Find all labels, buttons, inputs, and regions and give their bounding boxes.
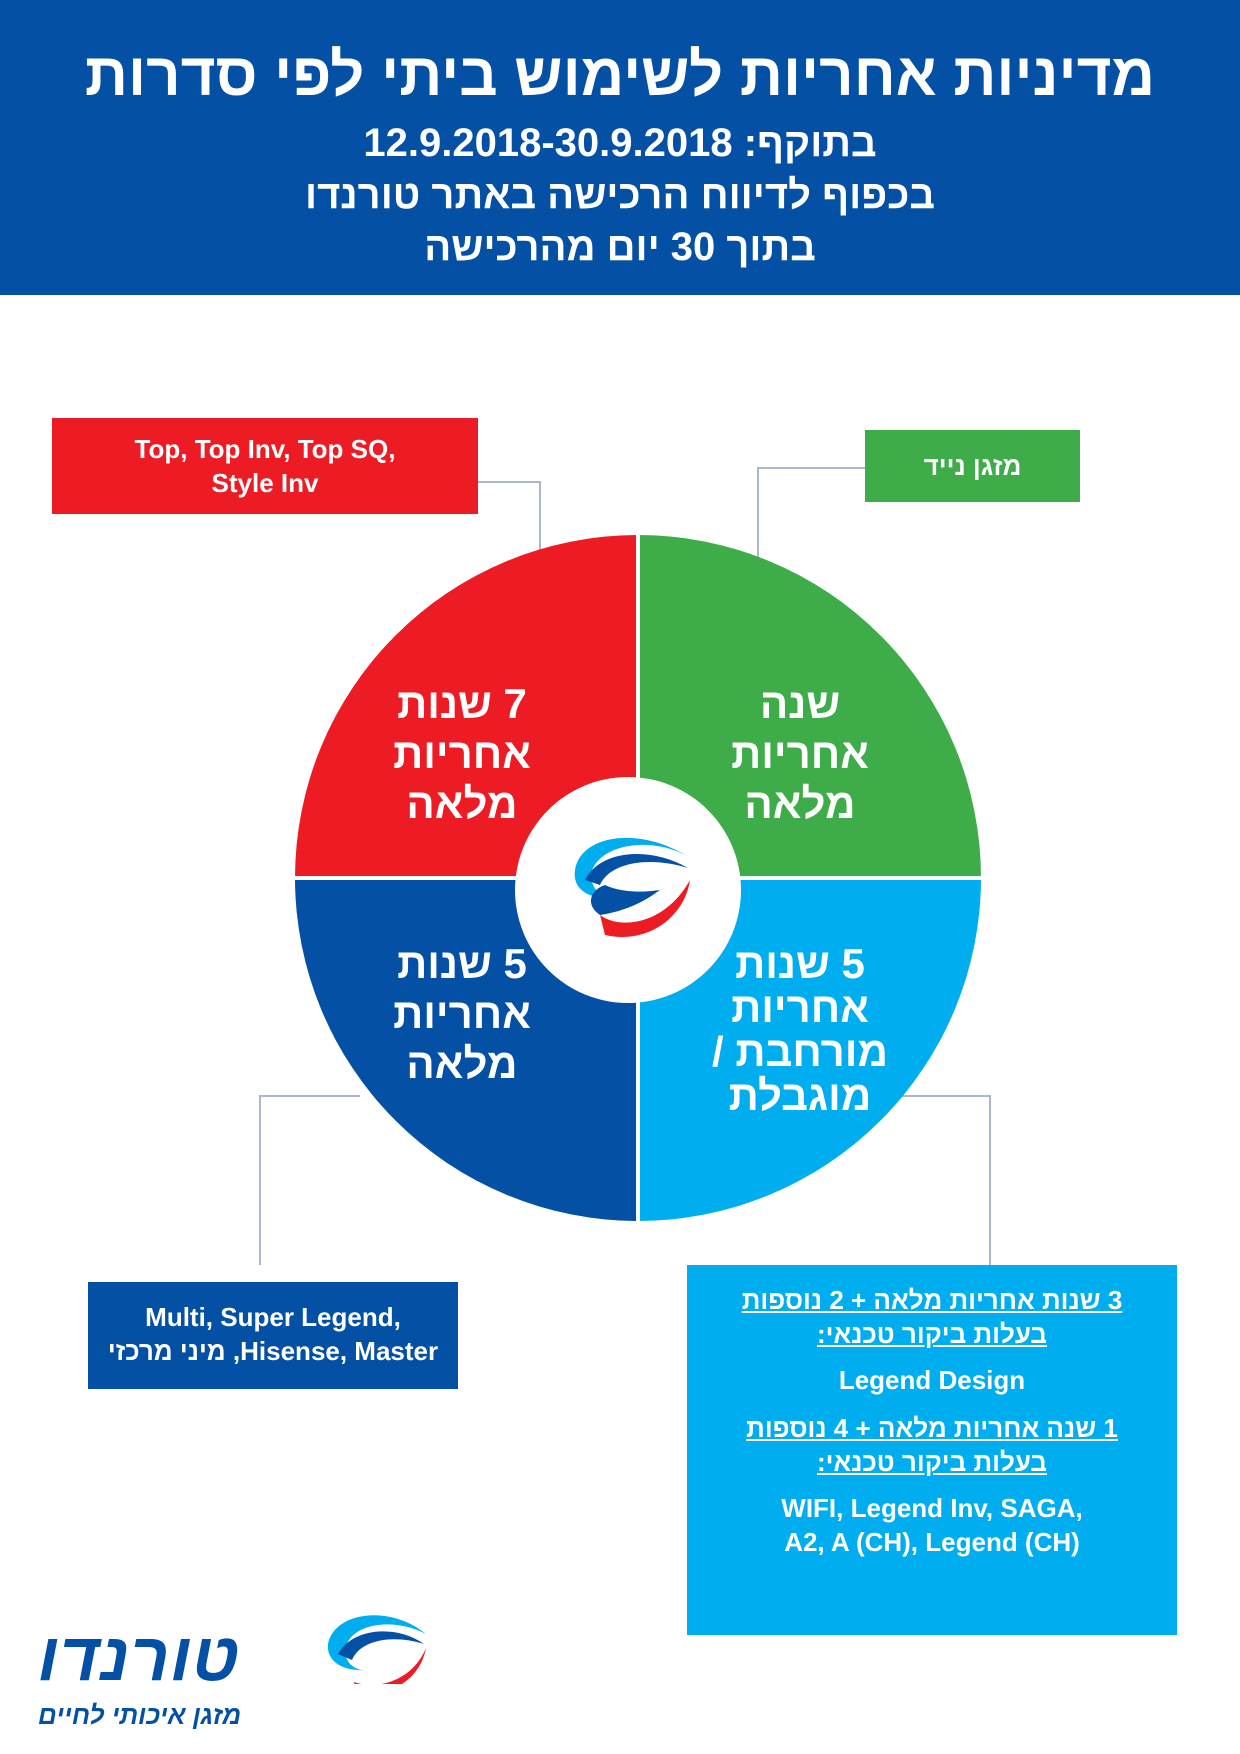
- red-series-box: Top, Top Inv, Top SQ, Style Inv: [52, 418, 478, 514]
- tornado-logo: טורנדו מזגן איכותי לחיים: [30, 1600, 426, 1740]
- quadrant-top-right-line3: מלאה: [744, 780, 855, 827]
- center-circle: [515, 777, 741, 1003]
- navy-series-line1: Multi, Super Legend,: [145, 1302, 401, 1332]
- red-series-line1: Top, Top Inv, Top SQ,: [134, 434, 396, 464]
- quadrant-top-right-line2: אחריות: [731, 730, 869, 777]
- green-series-label: מזגן נייד: [923, 451, 1022, 481]
- navy-series-box: Multi, Super Legend, Hisense, Master, מי…: [88, 1282, 458, 1389]
- logo-tagline: מזגן איכותי לחיים: [38, 1700, 242, 1730]
- connector-red: [478, 481, 541, 578]
- registration-condition: בכפוף לדיווח הרכישה באתר טורנדו: [305, 173, 935, 217]
- cyan-heading2-line2: בעלות ביקור טכנאי:: [816, 1447, 1048, 1477]
- validity-dates: בתוקף: 12.9.2018-30.9.2018: [363, 121, 877, 165]
- tornado-swirl-icon: [574, 837, 690, 937]
- quadrant-bottom-right-line3: מורחבת /: [712, 1028, 888, 1075]
- logo-swirl-icon: [327, 1615, 426, 1684]
- connector-green: [757, 467, 865, 592]
- cyan-series-box: 3 שנות אחריות מלאה + 2 נוספות בעלות ביקו…: [687, 1265, 1177, 1635]
- header-banner: מדיניות אחריות לשימוש ביתי לפי סדרות בתו…: [0, 0, 1240, 295]
- quadrant-bottom-right-line2: אחריות: [731, 984, 869, 1031]
- connector-navy: [259, 1095, 360, 1265]
- quadrant-bottom-right-line4: מוגבלת: [729, 1072, 872, 1119]
- quadrant-bottom-right-line1: 5 שנות: [735, 940, 865, 987]
- green-series-box: מזגן נייד: [865, 430, 1080, 502]
- quadrant-top-left-line1: 7 שנות: [397, 680, 527, 727]
- registration-deadline: בתוך 30 יום מהרכישה: [424, 225, 816, 269]
- quadrant-top-left-line3: מלאה: [406, 780, 517, 827]
- cyan-models1: Legend Design: [838, 1365, 1026, 1395]
- quadrant-bottom-right: [638, 878, 981, 1221]
- cyan-heading1-line2: בעלות ביקור טכנאי:: [816, 1319, 1048, 1349]
- quadrant-top-right: [638, 535, 981, 878]
- page-title: מדיניות אחריות לשימוש ביתי לפי סדרות: [84, 41, 1156, 108]
- quadrant-bottom-left-line2: אחריות: [393, 990, 531, 1037]
- cyan-models2-line1: WIFI, Legend Inv, SAGA,: [781, 1493, 1083, 1523]
- quadrant-bottom-left-line1: 5 שנות: [397, 940, 527, 987]
- red-series-line2: Style Inv: [211, 468, 319, 498]
- quadrant-bottom-left-line3: מלאה: [406, 1040, 517, 1087]
- navy-series-line2: Hisense, Master, מיני מרכזי: [107, 1336, 439, 1366]
- quadrant-top-left-line2: אחריות: [393, 730, 531, 777]
- connector-cyan: [880, 1095, 991, 1265]
- quadrant-top-left: [295, 535, 638, 878]
- cyan-heading1-line1: 3 שנות אחריות מלאה + 2 נוספות: [741, 1285, 1123, 1315]
- cyan-heading2-line1: 1 שנה אחריות מלאה + 4 נוספות: [746, 1413, 1118, 1443]
- logo-wordmark: טורנדו: [38, 1619, 240, 1695]
- quadrant-top-right-line1: שנה: [760, 680, 840, 727]
- cyan-models2-line2: A2, A (CH), Legend (CH): [784, 1527, 1080, 1557]
